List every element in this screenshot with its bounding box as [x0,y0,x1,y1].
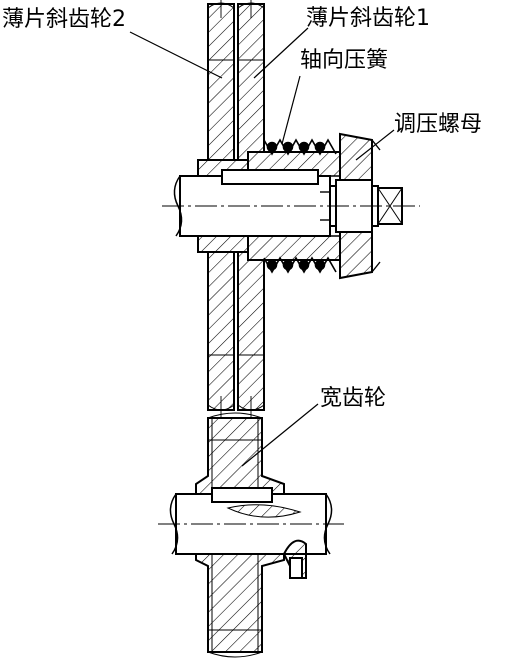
leader-lines [129,27,395,467]
label-thin-gear-2: 薄片斜齿轮2 [2,7,126,32]
label-adjust-nut: 调压螺母 [394,112,483,137]
label-axial-spring: 轴向压簧 [300,48,389,73]
label-wide-gear: 宽齿轮 [320,386,387,411]
label-thin-gear-1: 薄片斜齿轮1 [306,6,430,31]
centre-lines [158,0,420,525]
axial-spring [263,138,337,274]
